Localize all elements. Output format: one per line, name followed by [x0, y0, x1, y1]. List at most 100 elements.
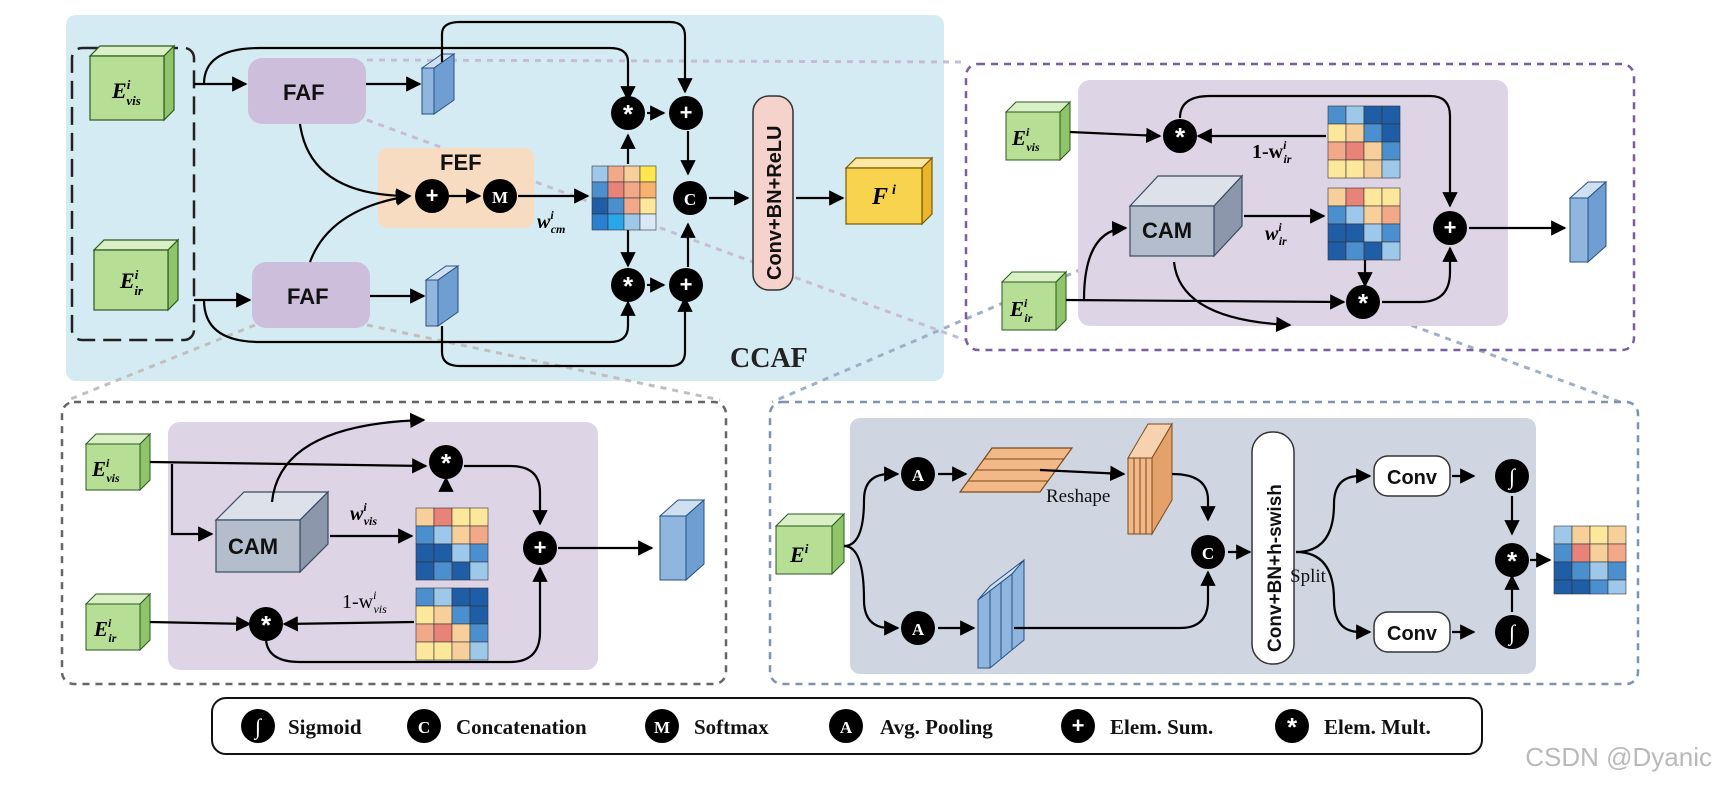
cam-ir-output-feature [1568, 180, 1608, 264]
svg-text:CAM: CAM [1142, 218, 1192, 243]
cam-ir-sum-node: + [1433, 211, 1467, 245]
svg-text:Fi: Fi [871, 183, 896, 210]
conv-block-top [1373, 455, 1451, 497]
ccaf-sum-node: + [415, 179, 449, 213]
cam-vis-mult-node-bottom: * [249, 607, 283, 641]
legend-item-avg-pooling: A Avg. Pooling [829, 709, 993, 743]
legend-item-softmax: M Softmax [645, 709, 769, 743]
cam-ir-panel-frame [964, 62, 1636, 352]
faf-label-ir: FAF [287, 284, 329, 309]
cam-detail-avgpool-node-top: A [901, 457, 935, 491]
svg-text:Elem. Mult.: Elem. Mult. [1324, 715, 1431, 739]
svg-text:+: + [1072, 713, 1085, 738]
cam-detail-panel-frame [768, 400, 1640, 686]
cam-vis-mult-node-top: * [429, 445, 463, 479]
svg-text:Softmax: Softmax [694, 715, 769, 739]
svg-text:C: C [418, 718, 430, 737]
svg-text:+: + [534, 535, 547, 560]
cam-detail-mult-node: * [1495, 543, 1529, 577]
cam-detail-sigmoid-node-top: ∫ [1495, 459, 1529, 493]
conv-block-bottom [1373, 611, 1451, 653]
ccaf-title: CCAF [730, 343, 808, 374]
cam-vis-cam-block: CAM [214, 490, 330, 574]
svg-text:C: C [684, 190, 696, 209]
svg-text:+: + [680, 272, 693, 297]
reshape-label: Reshape [1046, 486, 1110, 507]
legend-item-elem-sum: + Elem. Sum. [1061, 709, 1213, 743]
conv-bn-hswish-label: Conv+BN+h-swish [1265, 484, 1286, 652]
ccaf-concat-node: C [673, 181, 707, 215]
fef-label: FEF [440, 150, 482, 175]
cam-vis-w-grid [415, 507, 489, 581]
svg-text:∫: ∫ [1507, 464, 1517, 490]
cam-ir-mult-node-top: * [1163, 119, 1197, 153]
svg-text:*: * [1175, 122, 1186, 152]
conv-bn-relu-label: Conv+BN+ReLU [764, 126, 786, 280]
svg-text:C: C [1202, 544, 1214, 563]
conv-label-top: Conv [1387, 467, 1438, 489]
svg-text:Ei: Ei [789, 541, 809, 567]
faf-ir-output-feature [424, 265, 460, 327]
cam-ir-one-minus-w-grid [1327, 105, 1401, 179]
svg-text:*: * [261, 610, 272, 640]
cam-ir-mult-node-bottom: * [1346, 285, 1380, 319]
pooled-vertical-feature [977, 558, 1025, 669]
legend-item-concatenation: C Concatenation [407, 709, 587, 743]
svg-text:Avg. Pooling: Avg. Pooling [880, 715, 993, 739]
svg-text:A: A [840, 718, 853, 737]
ccaf-sum-node-bottom: + [669, 268, 703, 302]
svg-text:Sigmoid: Sigmoid [288, 715, 362, 739]
svg-text:∫: ∫ [253, 714, 263, 740]
faf-label-vis: FAF [283, 80, 325, 105]
cam-detail-e-input-cube: Ei [774, 512, 846, 576]
pooled-horizontal-feature [958, 447, 1074, 493]
conv-bn-relu-block [752, 95, 794, 291]
svg-text:*: * [1287, 712, 1298, 742]
svg-text:A: A [912, 466, 925, 485]
svg-text:+: + [1444, 215, 1457, 240]
svg-text:CAM: CAM [228, 534, 278, 559]
svg-text:+: + [680, 100, 693, 125]
w-cm-weight-grid [591, 165, 657, 231]
input-group-box [70, 46, 196, 342]
cam-ir-w-grid [1327, 187, 1401, 261]
cam-detail-concat-node: C [1191, 535, 1225, 569]
svg-text:Concatenation: Concatenation [456, 715, 587, 739]
svg-text:M: M [654, 718, 670, 737]
cam-ir-cam-block: CAM [1128, 174, 1244, 258]
cam-vis-sum-node: + [523, 531, 557, 565]
svg-text:∫: ∫ [1507, 620, 1517, 646]
svg-text:+: + [426, 183, 439, 208]
cam-detail-sigmoid-node-bottom: ∫ [1495, 615, 1529, 649]
cam-detail-output-grid [1553, 525, 1627, 595]
split-label: Split [1290, 566, 1327, 587]
ccaf-mult-node-bottom: * [611, 268, 645, 302]
svg-text:*: * [1507, 546, 1518, 576]
legend-item-sigmoid: ∫ Sigmoid [241, 709, 362, 743]
ccaf-mult-node-top: * [611, 96, 645, 130]
cam-detail-avgpool-node-bottom: A [901, 611, 935, 645]
cam-vis-one-minus-w-grid [415, 587, 489, 661]
svg-text:A: A [912, 620, 925, 639]
legend-item-elem-mult: * Elem. Mult. [1275, 709, 1431, 743]
svg-text:*: * [623, 99, 634, 129]
